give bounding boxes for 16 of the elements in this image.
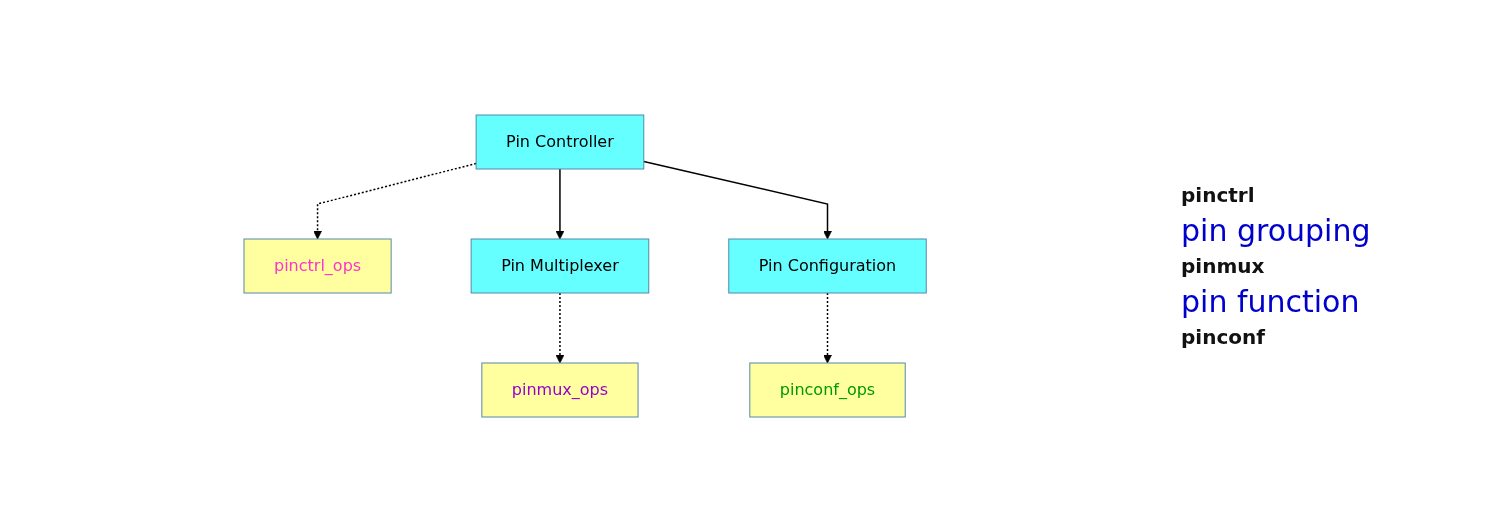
label-text: pin function [1181, 283, 1361, 319]
node-box: pinmux_ops [481, 362, 639, 417]
label-text: pinconf [1181, 324, 1266, 349]
node-box: pinconf_ops [749, 362, 907, 417]
arrow [555, 167, 565, 239]
label-text: pinmux [1181, 253, 1266, 278]
arrow [823, 291, 833, 363]
node-box: Pin Multiplexer [471, 238, 650, 293]
label-text: pinctrl [1181, 182, 1256, 207]
label-text: pin grouping [1181, 212, 1372, 248]
arrow [643, 160, 833, 239]
arrow [555, 291, 565, 363]
node-box: Pin Configuration [728, 238, 928, 293]
arrow [313, 162, 478, 239]
node-box: pinctrl_ops [243, 238, 392, 293]
node-box: Pin Controller [476, 114, 645, 169]
